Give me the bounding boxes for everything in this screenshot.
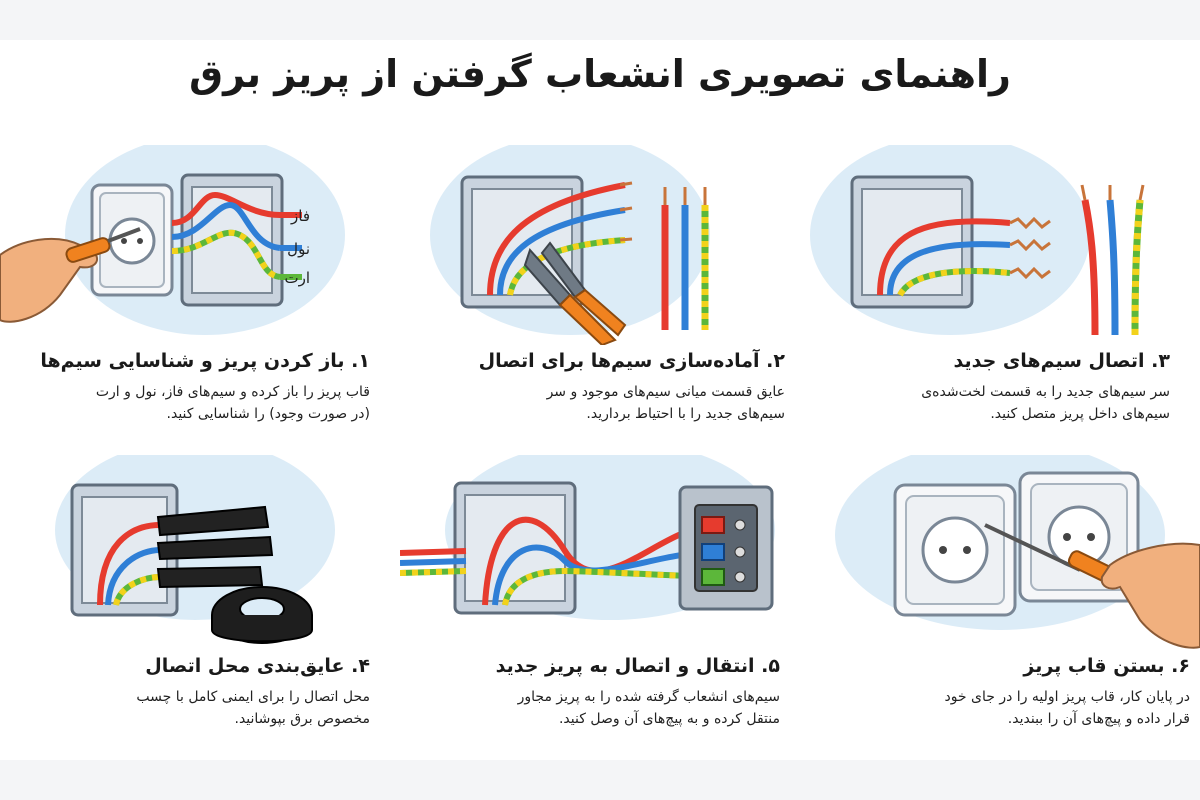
step-6-description: در پایان کار، قاب پریز اولیه را در جای خ… xyxy=(944,689,1190,727)
step-5-description: سیم‌های انشعاب گرفته شده را به پریز مجاو… xyxy=(517,689,780,727)
page-title: راهنمای تصویری انشعاب گرفتن از پریز برق xyxy=(189,52,1011,96)
step-2-title: ۲. آماده‌سازی سیم‌ها برای اتصال xyxy=(478,350,785,372)
step-5: ۵. انتقال و اتصال به پریز جدید سیم‌های ا… xyxy=(400,455,780,745)
step-1-title: ۱. باز کردن پریز و شناسایی سیم‌ها xyxy=(40,350,370,372)
step-3-title: ۳. اتصال سیم‌های جدید xyxy=(953,350,1170,372)
step-5-title: ۵. انتقال و اتصال به پریز جدید xyxy=(495,655,780,677)
wire-stripper-icon xyxy=(430,145,710,345)
step-3: ۳. اتصال سیم‌های جدید سر سیم‌های جدید را… xyxy=(810,145,1170,435)
wire-label-phase: فاز xyxy=(290,207,310,225)
step-6: ۶. بستن قاب پریز در پایان کار، قاب پریز … xyxy=(810,455,1200,745)
step-4: ۴. عایق‌بندی محل اتصال محل اتصال را برای… xyxy=(0,455,370,745)
electrical-tape-icon xyxy=(55,455,335,644)
step-6-title: ۶. بستن قاب پریز xyxy=(1023,655,1190,677)
wire-label-neutral: نول xyxy=(287,240,310,258)
twisted-wires-icon xyxy=(810,145,1145,336)
step-1-description: قاب پریز را باز کرده و سیم‌های فاز، نول … xyxy=(95,384,370,422)
step-3-description: سر سیم‌های جدید را به قسمت لخت‌شده‌ی سیم… xyxy=(921,384,1170,422)
step-2: ۲. آماده‌سازی سیم‌ها برای اتصال عایق قسم… xyxy=(420,145,785,435)
new-socket-terminal-icon xyxy=(400,455,775,620)
close-cover-screwdriver-icon xyxy=(835,455,1200,649)
step-1: فاز نول ارت ۱. باز کردن پریز و شناسایی س… xyxy=(0,145,370,435)
step-4-description: محل اتصال را برای ایمنی کامل با چسب مخصو… xyxy=(136,689,370,727)
open-socket-identify-icon: فاز نول ارت xyxy=(0,145,345,335)
step-4-title: ۴. عایق‌بندی محل اتصال xyxy=(145,655,370,677)
step-2-description: عایق قسمت میانی سیم‌های موجود و سر سیم‌ه… xyxy=(546,384,785,422)
wire-label-earth: ارت xyxy=(284,269,310,287)
